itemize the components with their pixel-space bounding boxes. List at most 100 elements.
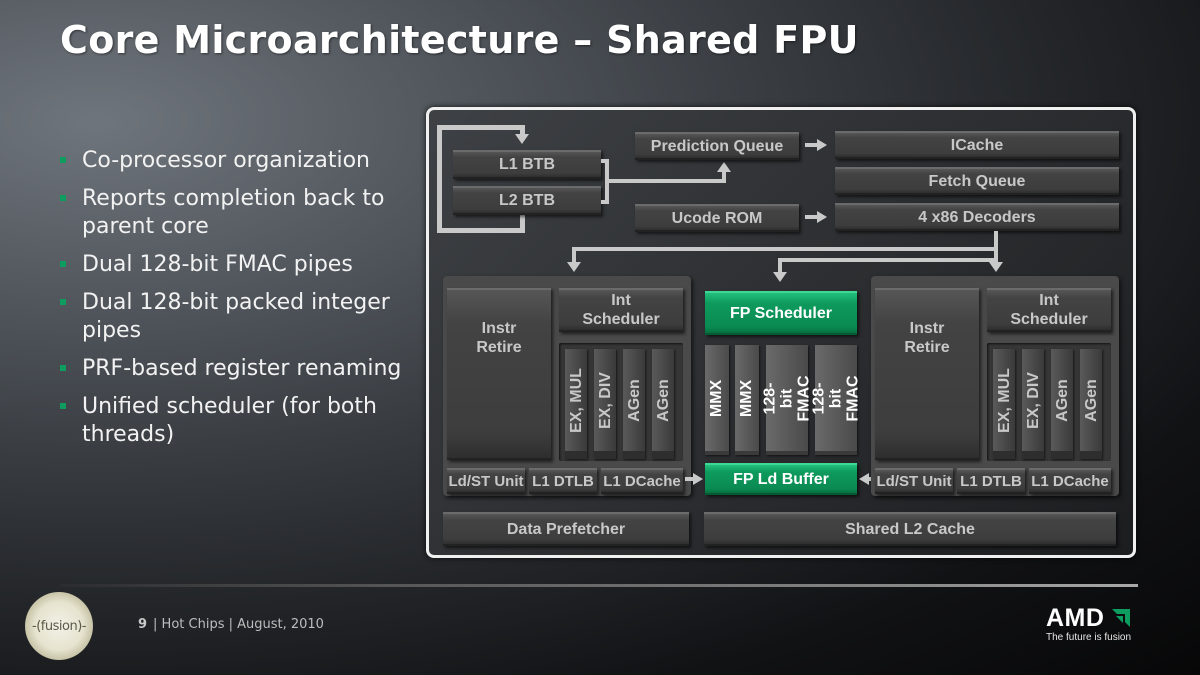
bullet-item: Dual 128-bit packed integer pipes [60, 289, 410, 345]
left-pipe-agen-1: AGen [623, 349, 645, 459]
ucode-rom-block: Ucode ROM [635, 204, 799, 232]
bullet-item: Co-processor organization [60, 147, 410, 175]
fpu-pipe-fmac-2: 128-bit FMAC [811, 345, 862, 455]
footer-info: 9 | Hot Chips | August, 2010 [138, 617, 324, 632]
footer-divider [60, 584, 1138, 587]
microarchitecture-diagram: L1 BTB L2 BTB Prediction Queue Ucode ROM… [426, 107, 1136, 558]
dcache-to-fpbuf-line [685, 477, 695, 481]
amd-wordmark: AMD [1046, 604, 1105, 632]
fpu-pipe-mmx-2: MMX [735, 345, 759, 455]
pq-to-icache-line [805, 143, 819, 147]
dispatch-line [572, 247, 998, 251]
pipe-label: AGen [654, 378, 672, 422]
amd-tagline: The future is fusion [1046, 632, 1132, 643]
icache-block: ICache [835, 131, 1119, 159]
btb-loop-line [437, 228, 525, 233]
pipe-label: EX, DIV [596, 371, 614, 429]
right-int-scheduler-block: Int Scheduler [987, 288, 1111, 332]
arrow-right-icon [817, 139, 827, 151]
pipe-label: 128-bit FMAC [810, 374, 862, 422]
bullet-text: Reports completion back to parent core [82, 186, 385, 239]
arrow-down-icon [989, 262, 1003, 272]
btb-loop-line [437, 125, 525, 130]
bullet-item: PRF-based register renaming [60, 355, 410, 383]
bullet-text: Dual 128-bit packed integer pipes [82, 290, 390, 343]
l2-btb-block: L2 BTB [453, 186, 601, 215]
dispatch-line [994, 247, 998, 266]
pipe-label: AGen [1082, 378, 1100, 422]
footer-event-text: | Hot Chips | August, 2010 [153, 617, 324, 632]
arrow-right-icon [817, 211, 827, 223]
pipe-label: AGen [625, 378, 643, 422]
int-scheduler-label: Int Scheduler [582, 292, 660, 328]
btb-bracket-line [601, 200, 609, 204]
arrow-down-icon [567, 262, 581, 272]
fpu-pipe-fmac-1: 128-bit FMAC [762, 345, 813, 455]
slide-title: Core Microarchitecture – Shared FPU [60, 18, 859, 62]
bullet-list: Co-processor organization Reports comple… [60, 147, 410, 459]
dispatch-line [572, 247, 576, 265]
amd-logo: AMD The future is fusion [1046, 604, 1132, 644]
right-pipe-ex-div: EX, DIV [1022, 349, 1044, 459]
instr-retire-label: Instr Retire [904, 320, 950, 356]
bullet-item: Unified scheduler (for both threads) [60, 393, 410, 449]
right-pipe-ex-mul: EX, MUL [993, 349, 1015, 459]
right-instr-retire-block: Instr Retire [875, 288, 979, 460]
fp-ld-buffer-block: FP Ld Buffer [705, 463, 857, 495]
bullet-item: Reports completion back to parent core [60, 185, 410, 241]
left-l1-dcache-block: L1 DCache [601, 468, 683, 494]
right-pipe-agen-2: AGen [1080, 349, 1102, 459]
bullet-marker-icon [60, 299, 66, 305]
btb-loop-line [520, 210, 525, 232]
pipe-label: 128-bit FMAC [761, 374, 813, 422]
right-l1-dcache-block: L1 DCache [1029, 468, 1111, 494]
decoders-block: 4 x86 Decoders [835, 203, 1119, 231]
bullet-text: Dual 128-bit FMAC pipes [82, 252, 353, 277]
arrow-down-icon [515, 134, 529, 144]
fetch-queue-block: Fetch Queue [835, 167, 1119, 195]
bullet-text: Unified scheduler (for both threads) [82, 394, 377, 447]
bullet-marker-icon [60, 157, 66, 163]
btb-loop-line [520, 125, 525, 137]
prediction-queue-block: Prediction Queue [635, 132, 799, 160]
right-ldst-unit-block: Ld/ST Unit [875, 468, 953, 494]
fpu-pipe-mmx-1: MMX [705, 345, 729, 455]
btb-loop-line [437, 125, 442, 233]
ucode-to-decoder-line [805, 215, 819, 219]
dispatch-line [778, 258, 998, 262]
amd-arrow-icon [1111, 609, 1130, 627]
bullet-marker-icon [60, 365, 66, 371]
left-int-scheduler-block: Int Scheduler [559, 288, 683, 332]
left-pipe-ex-mul: EX, MUL [565, 349, 587, 459]
left-l1-dtlb-block: L1 DTLB [529, 468, 597, 494]
page-number: 9 [138, 617, 148, 632]
pipe-label: EX, MUL [995, 367, 1013, 433]
right-l1-dtlb-block: L1 DTLB [957, 468, 1025, 494]
left-instr-retire-block: Instr Retire [447, 288, 551, 460]
fusion-logo-text: -(fusion)- [32, 618, 86, 634]
btb-bracket-line [605, 159, 609, 204]
arrow-down-icon [773, 272, 787, 282]
bullet-marker-icon [60, 261, 66, 267]
arrow-left-icon [859, 473, 869, 485]
data-prefetcher-block: Data Prefetcher [443, 512, 689, 546]
arrow-right-icon [693, 473, 703, 485]
left-pipe-agen-2: AGen [652, 349, 674, 459]
bullet-item: Dual 128-bit FMAC pipes [60, 251, 410, 279]
pipe-label: MMX [708, 379, 726, 417]
pipe-label: MMX [738, 379, 756, 417]
pipe-label: EX, DIV [1024, 371, 1042, 429]
pipe-label: AGen [1053, 378, 1071, 422]
l1-btb-block: L1 BTB [453, 150, 601, 179]
bullet-text: Co-processor organization [82, 148, 370, 173]
right-pipe-agen-1: AGen [1051, 349, 1073, 459]
left-pipe-ex-div: EX, DIV [594, 349, 616, 459]
btb-to-pq-line [609, 179, 726, 183]
bullet-marker-icon [60, 403, 66, 409]
btb-to-pq-line [722, 170, 726, 183]
int-scheduler-label: Int Scheduler [1010, 292, 1088, 328]
left-ldst-unit-block: Ld/ST Unit [447, 468, 525, 494]
dispatch-line [778, 258, 782, 275]
bullet-marker-icon [60, 195, 66, 201]
fp-scheduler-block: FP Scheduler [705, 291, 857, 335]
